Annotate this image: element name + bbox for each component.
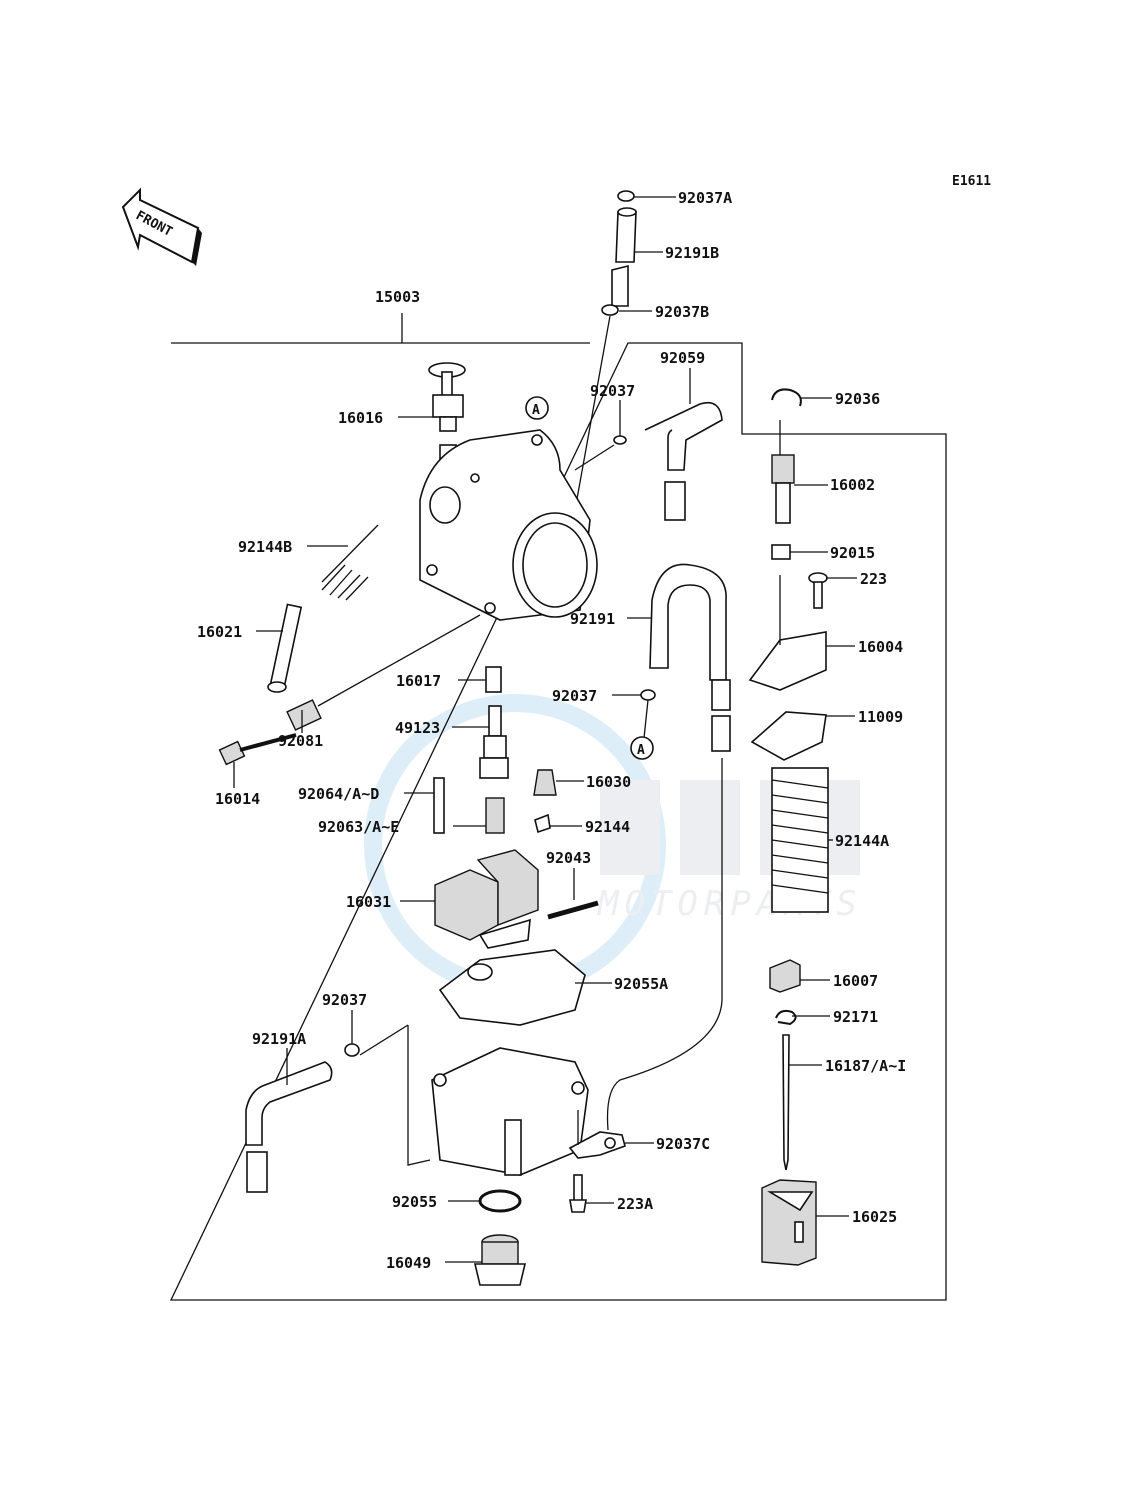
- eclip-92171: [775, 1009, 797, 1026]
- assembly-frame: [169, 342, 947, 1301]
- label-16004: 16004: [858, 638, 903, 656]
- screw-223A: [569, 1174, 587, 1213]
- carburetor-body: [419, 429, 598, 621]
- label-92037-top: 92037: [590, 382, 635, 400]
- throttle-slide-16025: [761, 1179, 817, 1266]
- main-jet-92063: [485, 797, 505, 834]
- label-16030: 16030: [586, 773, 631, 791]
- tube-92191A: [245, 1061, 333, 1146]
- jet-49123: [479, 705, 509, 779]
- jet-16017: [485, 666, 502, 693]
- label-92037C: 92037C: [656, 1135, 710, 1153]
- tube-92059: [644, 401, 723, 521]
- gasket-92055A: [438, 949, 586, 1026]
- label-92037A: 92037A: [678, 189, 732, 207]
- label-92063: 92063/A~E: [318, 818, 399, 836]
- label-92144A: 92144A: [835, 832, 889, 850]
- label-16017: 16017: [396, 672, 441, 690]
- label-16025: 16025: [852, 1208, 897, 1226]
- label-92144B: 92144B: [238, 538, 292, 556]
- spring-92144A: [771, 767, 829, 913]
- label-11009: 11009: [858, 708, 903, 726]
- gasket-11009: [750, 711, 827, 761]
- diagram-code: E1611: [952, 174, 991, 189]
- label-92043: 92043: [546, 849, 591, 867]
- pin-92043: [547, 900, 599, 920]
- label-49123: 49123: [395, 719, 440, 737]
- screw-16021: [267, 603, 303, 693]
- leader-lines: [233, 196, 857, 1263]
- label-92037-low: 92037: [322, 991, 367, 1009]
- label-92055A: 92055A: [614, 975, 668, 993]
- label-92037B: 92037B: [655, 303, 709, 321]
- label-92055: 92055: [392, 1193, 437, 1211]
- clip-92037B: [601, 304, 619, 316]
- label-223: 223: [860, 570, 887, 588]
- label-16187: 16187/A~I: [825, 1057, 906, 1075]
- clip-92037-top: [613, 435, 627, 445]
- screw-223: [808, 572, 828, 609]
- spring-92144B: [321, 524, 379, 601]
- hose-92191: [649, 563, 727, 681]
- circlip-92036: [771, 388, 802, 407]
- part-labels: 92037A 92191B 92037B 15003 92059 92037 9…: [197, 189, 906, 1272]
- label-92191: 92191: [570, 610, 615, 628]
- retainer-16007: [769, 959, 801, 993]
- needle-16187: [782, 1034, 790, 1171]
- label-16049: 16049: [386, 1254, 431, 1272]
- cap-16004: [748, 631, 827, 691]
- spring-92081: [286, 699, 322, 731]
- valve-16030: [533, 769, 557, 796]
- oring-92055: [478, 1189, 522, 1213]
- needle-jet-92064: [433, 777, 445, 834]
- label-15003: 15003: [375, 288, 420, 306]
- float-bowl: [431, 1047, 589, 1176]
- nut-92015: [771, 544, 791, 560]
- label-92059: 92059: [660, 349, 705, 367]
- label-92081: 92081: [278, 732, 323, 750]
- label-16002: 16002: [830, 476, 875, 494]
- label-16031: 16031: [346, 893, 391, 911]
- label-92015: 92015: [830, 544, 875, 562]
- label-16021: 16021: [197, 623, 242, 641]
- ref-marker-a-mid: A: [637, 743, 645, 758]
- label-92037-mid: 92037: [552, 687, 597, 705]
- label-223A: 223A: [617, 1195, 653, 1213]
- tube-92191B: [611, 207, 637, 307]
- label-92036: 92036: [835, 390, 880, 408]
- screw-16014: [218, 733, 297, 766]
- clip-92144: [534, 813, 551, 834]
- label-92171: 92171: [833, 1008, 878, 1026]
- label-92064: 92064/A~D: [298, 785, 379, 803]
- float-16031: [434, 849, 539, 949]
- clip-92037-low: [344, 1043, 360, 1057]
- label-92191A: 92191A: [252, 1030, 306, 1048]
- ref-marker-a-top: A: [532, 403, 540, 418]
- clip-92037A: [617, 190, 635, 202]
- front-arrow-icon: FRONT: [121, 187, 202, 266]
- label-92191B: 92191B: [665, 244, 719, 262]
- adjuster-16002: [771, 454, 795, 524]
- label-92144: 92144: [585, 818, 630, 836]
- label-16014: 16014: [215, 790, 260, 808]
- clip-92037-mid: [640, 689, 656, 701]
- plug-16049: [473, 1234, 527, 1286]
- label-16007: 16007: [833, 972, 878, 990]
- label-16016: 16016: [338, 409, 383, 427]
